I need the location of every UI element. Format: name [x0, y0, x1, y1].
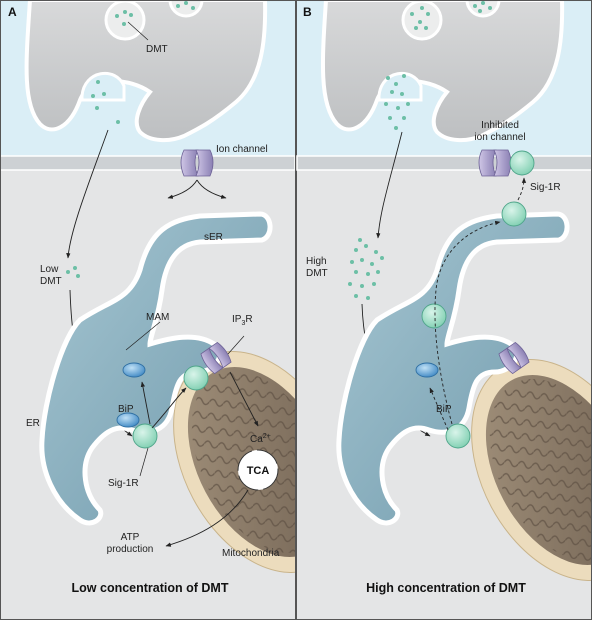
dmt-leader — [127, 21, 149, 41]
high-dmt-label-line1: High — [306, 256, 327, 267]
panel-b-caption: High concentration of DMT — [366, 581, 526, 595]
ion-channel-label: Ion channel — [216, 144, 268, 155]
sigma1-receptor — [132, 423, 158, 449]
high-dmt-label-line2: DMT — [306, 268, 328, 279]
atp-label-line2: production — [107, 544, 154, 555]
ip3r-label: IP3R — [232, 314, 253, 327]
presynaptic-terminal — [24, 0, 268, 143]
sigma1-receptor — [421, 303, 447, 329]
ip3-receptor — [498, 341, 530, 375]
plasma-membrane — [296, 155, 592, 171]
dmt-label: DMT — [146, 44, 168, 55]
plasma-membrane — [0, 155, 296, 171]
ser-label: sER — [204, 232, 223, 243]
bip-protein — [415, 362, 439, 378]
sigma1-receptor — [501, 201, 527, 227]
bip-protein — [116, 412, 140, 428]
mam-label: MAM — [146, 312, 169, 323]
bip-label: BiP — [436, 404, 452, 415]
atp-label-line1: ATP — [121, 532, 140, 543]
low-dmt-label-line2: DMT — [40, 276, 62, 287]
inhibited-label-line1: Inhibited — [481, 120, 519, 131]
sigma1-receptor-bound — [509, 150, 535, 176]
bip-label: BiP — [118, 404, 134, 415]
sigma1-receptor-ip3r — [183, 365, 209, 391]
er-label: ER — [26, 418, 40, 429]
ip3r-leader — [227, 335, 245, 355]
sig1r-label: Sig-1R — [108, 478, 139, 489]
tca-cycle: TCA — [237, 449, 279, 491]
panel-divider — [295, 0, 297, 620]
synaptic-vesicle — [104, 0, 146, 41]
mitochondria-label: Mitochondria — [222, 548, 280, 559]
presynaptic-terminal — [320, 0, 565, 143]
sig1r-leader — [139, 447, 149, 477]
calcium-label: Ca2+ — [250, 433, 271, 445]
mitochondrion — [471, 359, 592, 581]
fusing-vesicle — [80, 71, 126, 102]
panel-a-caption: Low concentration of DMT — [72, 581, 229, 595]
ip3-receptor — [200, 341, 232, 375]
mam-leader — [125, 321, 161, 351]
panel-a-letter: A — [8, 5, 17, 19]
bip-protein-released — [122, 362, 146, 378]
low-dmt-label-line1: Low — [40, 264, 59, 275]
panel-b: Inhibited ion channel Sig-1R High DMT Bi… — [296, 0, 592, 620]
tca-label: TCA — [247, 465, 270, 477]
inhibited-label-line2: ion channel — [474, 132, 525, 143]
ion-channel — [180, 149, 214, 177]
sig1r-label: Sig-1R — [530, 182, 561, 193]
fusing-vesicle — [377, 71, 423, 102]
endoplasmic-reticulum — [336, 211, 570, 526]
dmt-molecules — [348, 1, 492, 300]
dmt-molecules — [66, 1, 195, 278]
panel-b-letter: B — [303, 5, 312, 19]
inhibited-ion-channel — [478, 149, 512, 177]
synaptic-vesicle — [465, 0, 501, 18]
sigma1-receptor — [445, 423, 471, 449]
synaptic-vesicle — [168, 0, 204, 18]
